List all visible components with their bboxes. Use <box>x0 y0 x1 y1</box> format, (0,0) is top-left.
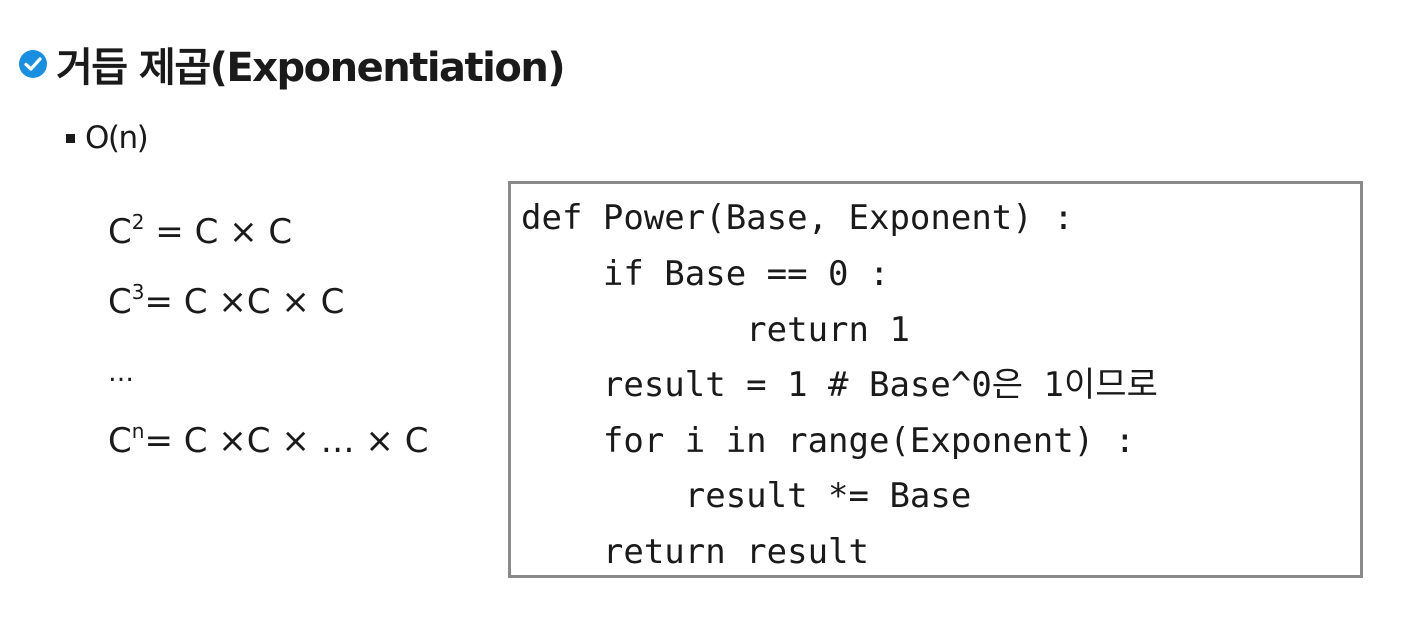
code-line: if Base == 0 : <box>521 254 890 294</box>
code-block: def Power(Base, Exponent) : if Base == 0… <box>508 181 1363 578</box>
page-title: 거듭 제곱(Exponentiation) <box>56 45 566 91</box>
formula-expansion: = C ×C × C <box>144 282 345 322</box>
bullet-square-icon <box>66 133 75 143</box>
complexity-label: O(n) <box>85 120 149 156</box>
complexity-bullet: O(n) <box>66 116 149 160</box>
formula-exponent: 2 <box>131 209 145 234</box>
code-line: for i in range(Exponent) : <box>521 421 1136 461</box>
formula-base: C <box>108 212 132 252</box>
formula-exponent: 3 <box>131 279 145 304</box>
formula-cube: C3= C ×C × C <box>108 282 344 322</box>
code-line: result = 1 # Base^0은 1이므로 <box>521 365 1158 405</box>
formula-base: C <box>108 421 132 461</box>
formula-exponent: n <box>131 418 145 443</box>
ellipsis-text: … <box>108 358 134 388</box>
section-title: 거듭 제곱(Exponentiation) <box>18 36 566 92</box>
formula-expansion: = C ×C × … × C <box>144 421 429 461</box>
code-line: return result <box>521 532 869 572</box>
check-circle-icon <box>19 50 47 78</box>
formula-base: C <box>108 282 132 322</box>
code-line: result *= Base <box>521 476 972 516</box>
formula-nth: Cn= C ×C × … × C <box>108 421 428 461</box>
code-line: return 1 <box>521 310 910 350</box>
code-line: def Power(Base, Exponent) : <box>521 198 1074 238</box>
formula-square: C2 = C × C <box>108 212 292 252</box>
formula-expansion: = C × C <box>144 212 293 252</box>
formula-ellipsis: … <box>108 358 134 388</box>
